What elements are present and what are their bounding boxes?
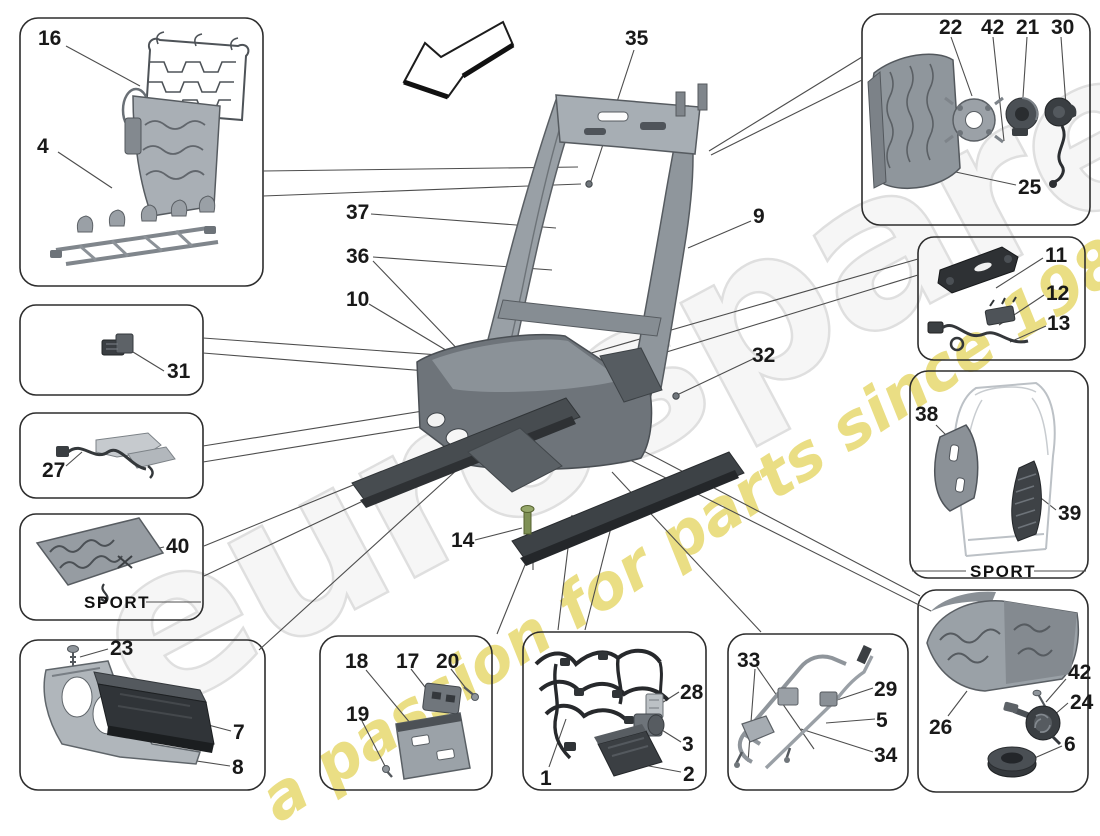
callout-29: 29 — [874, 678, 898, 701]
bolt-part-14 — [520, 505, 535, 535]
panel-box-harness — [522, 631, 707, 791]
callout-42-cushion: 42 — [1068, 661, 1092, 684]
panel-boxes — [19, 13, 1091, 793]
callout-18: 18 — [345, 650, 369, 673]
part-20-screw — [463, 686, 479, 701]
panel-box-tubes — [727, 633, 909, 791]
callout-27: 27 — [42, 459, 66, 482]
callout-17: 17 — [396, 650, 420, 673]
panel-box-handle — [917, 236, 1086, 361]
part-17-module — [422, 682, 462, 715]
callout-7: 7 — [233, 721, 245, 744]
part-18-plate — [395, 712, 471, 780]
callout-25: 25 — [1018, 176, 1042, 199]
callout-4: 4 — [37, 135, 49, 158]
part-42-screw-cushion — [1032, 689, 1047, 709]
part-33-tubes — [734, 645, 874, 770]
part-30-motor — [1044, 97, 1077, 188]
callout-32: 32 — [752, 344, 776, 367]
callout-1: 1 — [540, 767, 552, 790]
part-26-cushion-pad — [926, 591, 1080, 692]
part-12-switch — [984, 296, 1017, 326]
callout-22: 22 — [939, 16, 963, 39]
panel-box-brackets — [319, 635, 493, 791]
callout-3: 3 — [682, 733, 694, 756]
part-40-heating-pad — [35, 517, 165, 604]
callout-21: 21 — [1016, 16, 1040, 39]
panel-box-connector — [19, 304, 204, 396]
callout-31: 31 — [167, 360, 191, 383]
callout-39: 39 — [1058, 502, 1082, 525]
part-16-spring-frame — [121, 31, 250, 217]
callout-14: 14 — [451, 529, 475, 552]
callout-11: 11 — [1045, 244, 1068, 267]
part-25-backrest-pad — [867, 53, 961, 190]
screw-part-35 — [585, 180, 593, 188]
callout-12: 12 — [1046, 282, 1070, 305]
part-38-39-sport-frame — [933, 381, 1056, 557]
part-2-module — [594, 724, 663, 777]
panel-box-backrest-springs — [19, 17, 264, 287]
part-4-cushion-mechanism — [50, 195, 219, 266]
callout-9: 9 — [753, 205, 765, 228]
callout-8: 8 — [232, 756, 244, 779]
part-7-module — [93, 671, 215, 753]
callout-35: 35 — [625, 27, 649, 50]
panel-box-backrest-pad — [861, 13, 1091, 226]
callout-24: 24 — [1070, 691, 1094, 714]
callout-38: 38 — [915, 403, 939, 426]
part-19-screw — [382, 765, 393, 778]
part-1-harness — [534, 648, 670, 760]
callout-33: 33 — [737, 649, 761, 672]
callout-30: 30 — [1051, 16, 1075, 39]
callout-19: 19 — [346, 703, 370, 726]
callout-16: 16 — [38, 27, 62, 50]
part-6-ring — [987, 746, 1037, 778]
caption-sport-frame: SPORT — [970, 562, 1037, 581]
screw-part-32 — [672, 392, 680, 400]
callout-6: 6 — [1064, 733, 1076, 756]
caption-sport-pad: SPORT — [84, 593, 151, 612]
callout-5: 5 — [876, 709, 888, 732]
panel-box-sport-pad — [19, 513, 204, 621]
panel-box-sport-frame — [909, 370, 1089, 579]
callout-42-backrest: 42 — [981, 16, 1005, 39]
callout-37: 37 — [346, 201, 370, 224]
part-13-cable — [927, 321, 1029, 352]
callout-20: 20 — [436, 650, 460, 673]
parts-diagram-art — [19, 13, 1091, 793]
callout-13: 13 — [1047, 312, 1071, 335]
part-22-plate — [944, 96, 1004, 144]
callout-26: 26 — [929, 716, 953, 739]
callout-40: 40 — [166, 535, 190, 558]
callout-28: 28 — [680, 681, 704, 704]
part-24-blower — [1003, 701, 1062, 746]
part-11-handle — [937, 246, 1019, 294]
panel-box-cushion-pad — [917, 589, 1089, 793]
seat-frame-illustration — [351, 83, 745, 566]
callout-34: 34 — [874, 744, 898, 767]
callout-10: 10 — [346, 288, 370, 311]
part-27-sensor — [56, 432, 176, 479]
part-21-blower — [1005, 97, 1039, 136]
callout-36: 36 — [346, 245, 370, 268]
panel-box-module — [19, 639, 266, 791]
part-31-connector — [101, 333, 134, 356]
callout-2: 2 — [683, 763, 695, 786]
callout-23: 23 — [110, 637, 134, 660]
part-23-screw — [67, 645, 79, 668]
direction-arrow — [402, 20, 515, 100]
panel-box-sensor — [19, 412, 204, 499]
